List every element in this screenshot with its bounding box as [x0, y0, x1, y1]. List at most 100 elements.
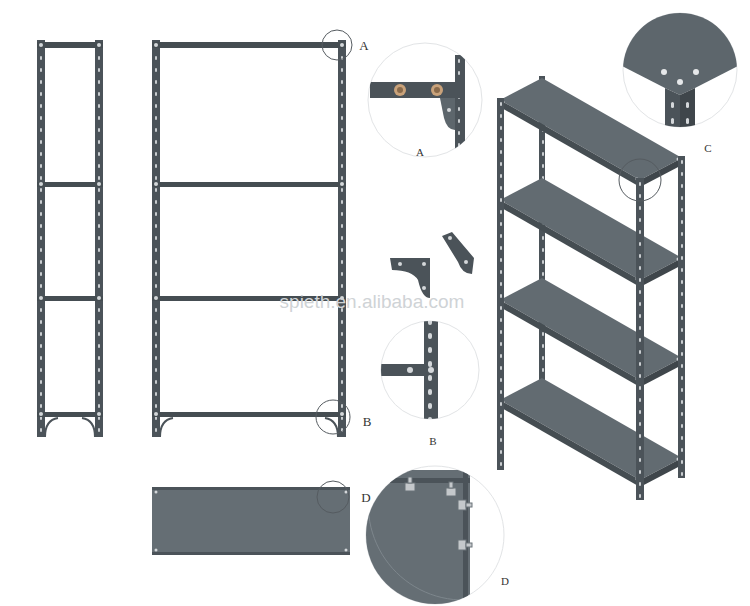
- detail-c: [686, 118, 689, 124]
- corner-bracket: [422, 262, 426, 266]
- side-frame: [37, 42, 103, 48]
- detail-b: [424, 315, 438, 425]
- detail-c: [610, 0, 750, 140]
- long-frame: [160, 418, 173, 437]
- detail-c: [661, 69, 667, 75]
- side-frame: [37, 40, 103, 437]
- detail-b: [378, 315, 479, 425]
- side-frame: [95, 40, 103, 437]
- side-frame: [37, 412, 103, 417]
- detail-a: [440, 98, 455, 130]
- detail-a: [370, 55, 465, 150]
- side-frame: [39, 412, 43, 416]
- detail-d: [463, 470, 468, 606]
- corner-bracket: [390, 232, 474, 298]
- long-frame: [154, 43, 158, 47]
- detail-d: [466, 543, 472, 547]
- detail-a: [455, 55, 465, 150]
- corner-bracket: [448, 236, 452, 240]
- detail-d: [405, 477, 472, 550]
- detail-d: [446, 488, 456, 496]
- detail-c: [610, 0, 750, 95]
- shelf-panel: [152, 552, 350, 555]
- detail-b: [428, 367, 434, 373]
- side-frame: [82, 418, 95, 437]
- long-frame: [152, 30, 352, 437]
- detail-d: [360, 470, 470, 606]
- callout-letter: D: [361, 491, 370, 504]
- side-frame: [37, 40, 45, 437]
- long-frame: [322, 30, 352, 60]
- detail-b: [378, 364, 426, 376]
- detail-d: [449, 482, 453, 488]
- shelf-panel: [152, 481, 350, 555]
- detail-d: [360, 466, 504, 606]
- corner-bracket: [422, 286, 426, 290]
- corner-bracket: [442, 232, 474, 274]
- detail-c: [680, 88, 695, 140]
- detail-b: [378, 315, 438, 425]
- shelf-unit: [497, 98, 504, 470]
- long-frame: [338, 40, 346, 437]
- shelf-unit: [497, 76, 685, 500]
- detail-a: [394, 84, 406, 96]
- detail-a: [431, 84, 443, 96]
- detail-d: [405, 483, 415, 491]
- side-frame: [97, 182, 101, 186]
- side-frame: [39, 296, 43, 300]
- detail-a: [434, 87, 440, 93]
- long-frame: [152, 182, 346, 187]
- callout-letter: A: [359, 39, 368, 52]
- shelf-unit: [500, 78, 682, 187]
- side-frame: [45, 418, 58, 437]
- long-frame: [340, 182, 344, 186]
- detail-d: [360, 470, 472, 606]
- detail-letter: B: [429, 436, 436, 447]
- detail-c: [671, 118, 674, 124]
- shelf-unit: [500, 278, 682, 387]
- detail-letter: D: [501, 576, 509, 587]
- detail-c: [677, 79, 683, 85]
- detail-c: [665, 88, 680, 140]
- shelf-unit: [636, 178, 644, 500]
- shelf-unit: [678, 156, 685, 478]
- detail-a: [397, 87, 403, 93]
- detail-c: [610, 0, 750, 140]
- shelf-panel: [345, 491, 348, 494]
- long-frame: [152, 42, 346, 48]
- shelf-unit: [636, 178, 644, 500]
- detail-a: [455, 55, 465, 150]
- long-frame: [154, 412, 158, 416]
- detail-b: [407, 367, 413, 373]
- long-frame: [316, 400, 350, 434]
- shelf-panel: [155, 491, 158, 494]
- side-frame: [37, 182, 103, 187]
- detail-d: [368, 470, 465, 600]
- corner-bracket: [464, 260, 468, 264]
- shelf-panel: [345, 549, 348, 552]
- side-frame: [97, 296, 101, 300]
- side-frame: [39, 182, 43, 186]
- side-frame: [37, 296, 103, 301]
- side-frame: [39, 43, 43, 47]
- shelf-panel: [155, 549, 158, 552]
- side-frame: [97, 43, 101, 47]
- detail-a: [368, 43, 482, 157]
- long-frame: [340, 43, 344, 47]
- shelf-unit: [497, 98, 504, 470]
- long-frame: [152, 40, 160, 437]
- detail-c: [693, 69, 699, 75]
- corner-bracket: [398, 262, 402, 266]
- side-frame: [95, 40, 103, 437]
- detail-d: [408, 477, 412, 483]
- detail-d: [466, 503, 472, 507]
- callout-letter: B: [363, 415, 372, 428]
- detail-c: [671, 102, 674, 108]
- side-frame: [97, 412, 101, 416]
- shelf-unit: [678, 156, 685, 478]
- shelf-unit: [619, 159, 661, 201]
- long-frame: [340, 412, 344, 416]
- shelf-panel: [317, 481, 349, 513]
- long-frame: [338, 40, 346, 437]
